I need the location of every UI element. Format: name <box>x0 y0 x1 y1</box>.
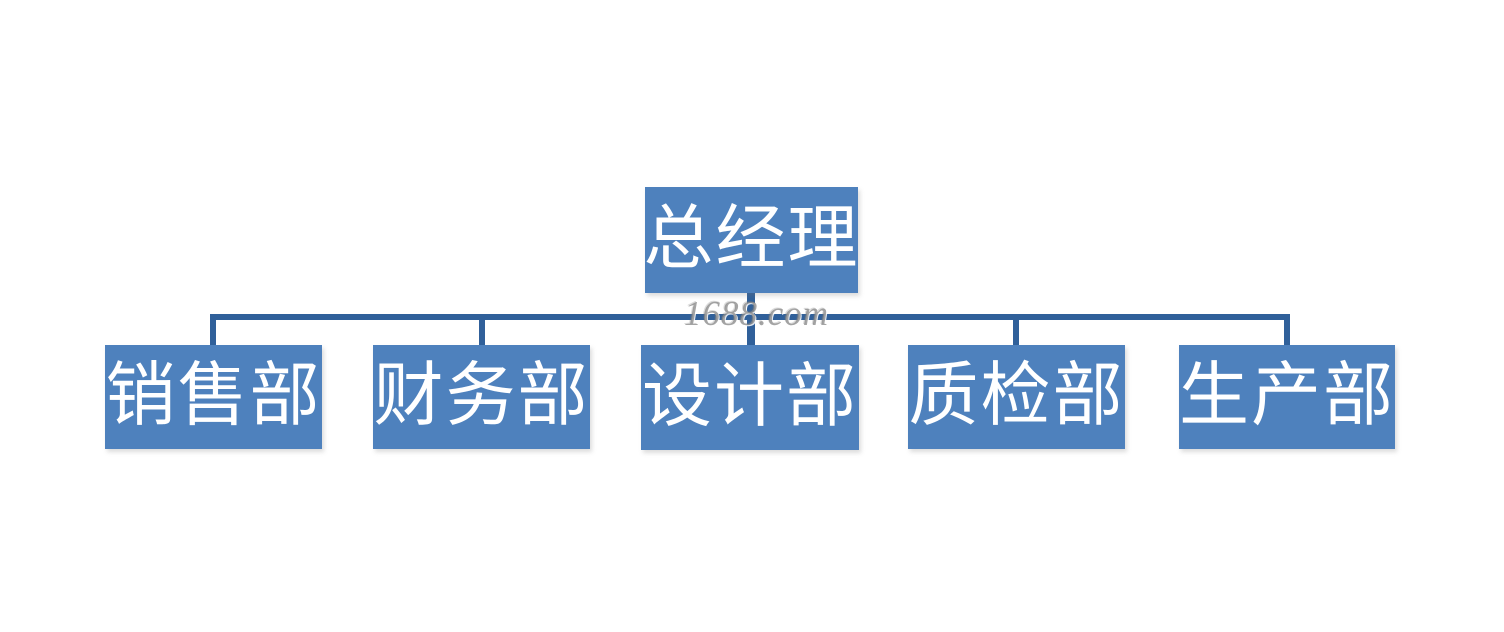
org-node-quality: 质检部 <box>908 345 1125 449</box>
org-node-label: 质检部 <box>908 358 1125 435</box>
org-node-sales: 销售部 <box>105 345 322 449</box>
connector-horizontal-rail <box>210 314 1290 320</box>
connector-stub-production <box>1284 314 1290 345</box>
connector-stub-sales <box>210 314 216 345</box>
org-node-label: 设计部 <box>642 358 858 436</box>
org-node-finance: 财务部 <box>373 345 590 449</box>
org-node-production: 生产部 <box>1179 345 1395 449</box>
connector-stub-quality <box>1013 314 1019 345</box>
org-node-design: 设计部 <box>641 345 859 450</box>
org-node-label: 生产部 <box>1179 358 1395 435</box>
org-node-label: 财务部 <box>373 358 590 435</box>
org-node-label: 总经理 <box>643 201 860 278</box>
connector-stub-finance <box>479 314 485 345</box>
org-node-label: 销售部 <box>105 358 322 435</box>
org-node-general-manager: 总经理 <box>643 187 860 293</box>
